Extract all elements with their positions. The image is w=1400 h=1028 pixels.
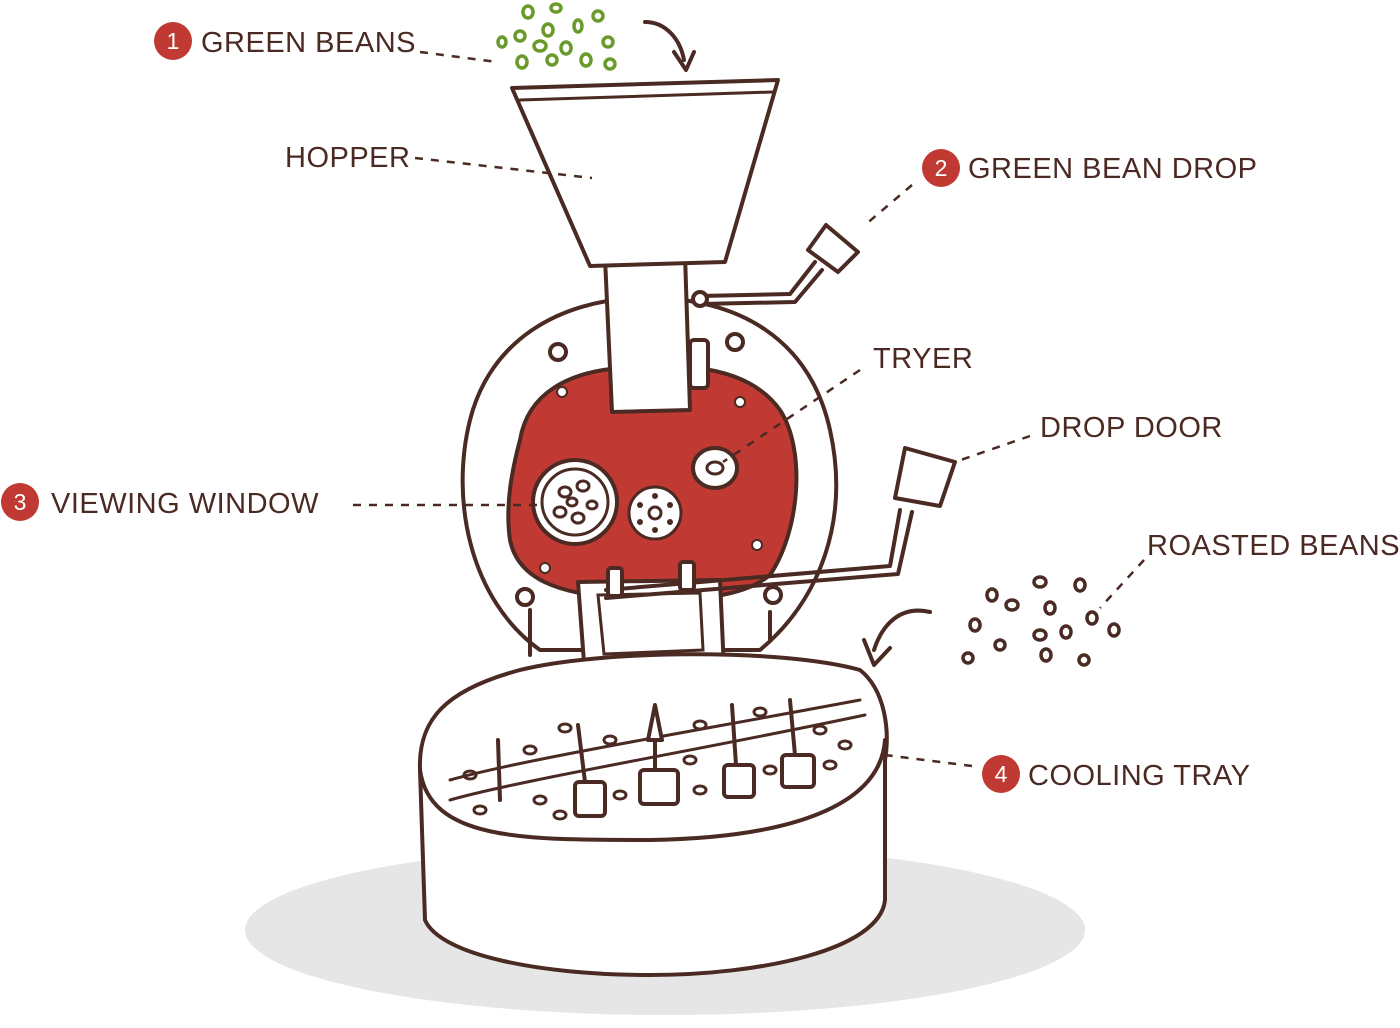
label-tryer: TRYER [873,343,973,375]
tray-beans [462,706,853,821]
step-badge-1 [154,22,192,60]
roasted-beans-leader [1099,559,1145,609]
step-badge-4 [982,755,1020,793]
cooling-tray-leader [884,753,973,768]
step-number-1: 1 [167,28,180,54]
callout-green-bean-drop: 2 GREEN BEAN DROP [922,149,1258,187]
viewing-window [531,458,619,546]
cooling-tray [417,652,889,977]
callout-viewing-window: 3 VIEWING WINDOW [1,483,319,521]
green-beans-falling [496,2,617,71]
step-number-4: 4 [995,761,1008,787]
tryer-leader [722,368,861,464]
sample-disc [627,485,683,541]
green-bean-drop-leader [864,184,913,226]
label-green-beans: GREEN BEANS [201,27,416,59]
roasted-beans-pile [961,575,1121,667]
label-cooling-tray: COOLING TRAY [1028,760,1250,792]
step-number-3: 3 [14,489,27,515]
label-hopper: HOPPER [285,142,410,174]
drop-door-leader [954,434,1031,464]
drop-door [576,446,957,678]
step-badge-2 [922,149,960,187]
label-roasted-beans: ROASTED BEANS [1147,530,1400,562]
roasted-beans-arrow [862,608,932,667]
bean-chute [603,253,710,414]
hopper-leader [414,156,593,180]
tryer-port [691,446,739,490]
callout-cooling-tray: 4 COOLING TRAY [982,755,1250,793]
step-number-2: 2 [935,155,948,181]
stirring-paddles [496,698,816,818]
beans-in-arrow [643,20,696,72]
label-green-bean-drop: GREEN BEAN DROP [968,153,1258,185]
label-drop-door: DROP DOOR [1040,412,1223,444]
label-viewing-window: VIEWING WINDOW [51,488,319,520]
green-beans-leader [419,50,498,64]
hopper [510,78,780,268]
callout-green-beans: 1 GREEN BEANS [154,22,416,60]
green-bean-drop-handle [691,223,860,308]
step-badge-3 [1,483,39,521]
